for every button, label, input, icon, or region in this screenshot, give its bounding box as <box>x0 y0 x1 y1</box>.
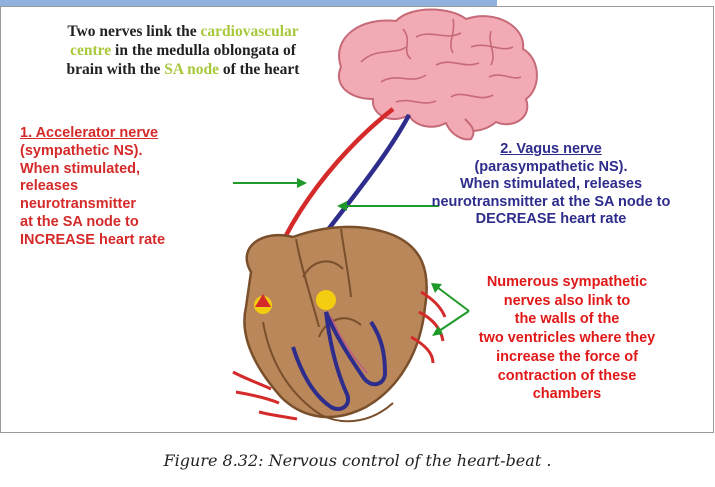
figure-frame: Two nerves link the cardiovascular centr… <box>0 6 714 433</box>
accelerator-title: 1. Accelerator nerve <box>20 125 159 141</box>
sympathetic-walls-label: Numerous sympathetic nerves also link to… <box>478 274 656 403</box>
header-strip <box>0 0 497 6</box>
vagus-nerve-label: 2. Vagus nerve (parasympathetic NS). Whe… <box>431 141 671 227</box>
heart <box>232 225 447 423</box>
av-node <box>316 290 336 310</box>
intro-text: Two nerves link the cardiovascular centr… <box>66 23 300 78</box>
vagus-title: 2. Vagus nerve <box>500 141 602 157</box>
pointer-arrows <box>233 178 470 336</box>
accelerator-nerve-label: 1. Accelerator nerve (sympathetic NS). W… <box>20 125 166 248</box>
figure-caption: Figure 8.32: Nervous control of the hear… <box>163 451 552 470</box>
diagram-art <box>232 8 538 423</box>
conduction-pathway <box>291 311 351 412</box>
brain <box>338 8 538 141</box>
